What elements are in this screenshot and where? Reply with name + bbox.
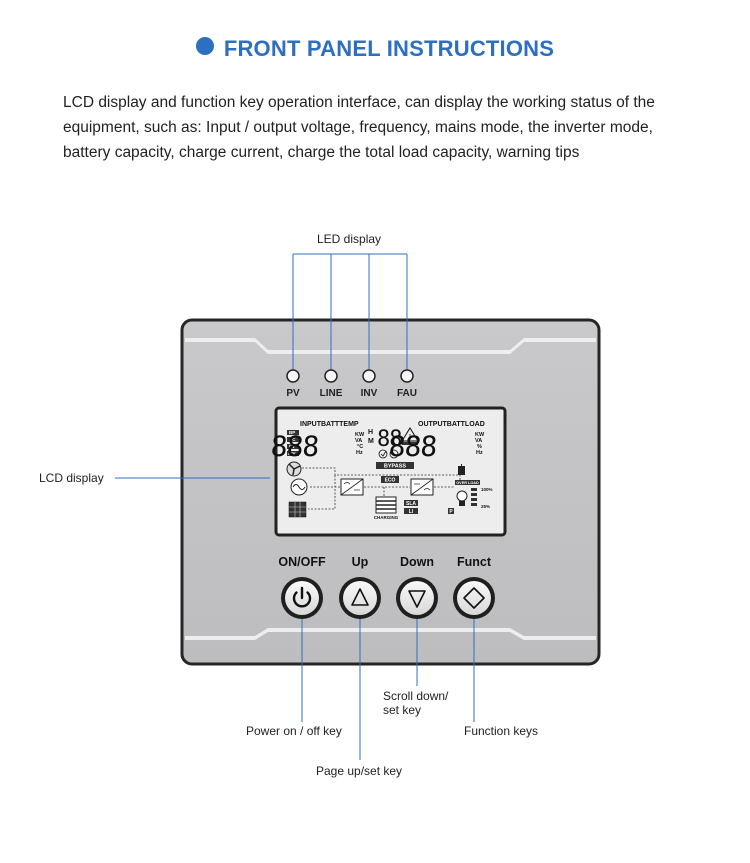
svg-text:%: % [477, 444, 482, 450]
lcd-pct-25: 25% [481, 504, 490, 509]
lcd-eco: ECO [385, 478, 396, 484]
lcd-digits-right: 888 [388, 430, 438, 463]
callout-led-display: LED display [317, 232, 382, 246]
svg-text:KW: KW [355, 432, 365, 438]
lcd-tag-ac: AC [289, 437, 296, 442]
diamond-icon [463, 587, 485, 609]
led-line: LINE [320, 369, 343, 399]
lcd-charging: CHARGING [374, 515, 399, 520]
lcd-screen: INPUTBATTTEMP OUTPUTBATTLOAD BP AC PV IN… [270, 406, 507, 537]
lcd-units-left: KW VA °C Hz [355, 432, 365, 456]
solar-panel-icon [288, 501, 307, 518]
button-label-funct: Funct [457, 555, 492, 569]
bullet-icon [195, 37, 214, 55]
section-title: FRONT PANEL INSTRUCTIONS [223, 36, 555, 61]
lcd-flow-lines [302, 467, 461, 510]
led-pv: PV [286, 369, 300, 399]
callout-lcd-display: LCD display [39, 471, 104, 485]
description-text: LCD display and function key operation i… [63, 94, 655, 161]
battery-icon [375, 496, 397, 514]
up-button[interactable] [339, 577, 381, 619]
lcd-pct-100: 100% [481, 487, 493, 492]
callout-scroll-down: Scroll down/ set key [383, 689, 448, 717]
led-label-pv: PV [286, 388, 300, 399]
led-indicators: PV LINE INV FAU [286, 369, 417, 399]
callout-page-up: Page up/set key [316, 764, 403, 778]
lcd-input-header: INPUTBATTTEMP [300, 421, 359, 428]
panel-buttons: ON/OFF Up Down Funct [278, 555, 495, 619]
svg-text:Hz: Hz [476, 450, 483, 456]
lcd-mode-tags: BP AC PV INV [287, 430, 299, 456]
funct-button[interactable] [453, 577, 495, 619]
clock-icon [378, 449, 399, 459]
charger-icon [340, 478, 364, 496]
bulb-icon [456, 490, 468, 506]
callout-scroll-down-line1: Scroll down/ [383, 689, 449, 703]
callout-scroll-down-line2: set key [383, 703, 422, 717]
lcd-tag-bp: BP [289, 430, 295, 435]
button-label-onoff: ON/OFF [278, 555, 326, 569]
lcd-tag-inv: INV [288, 451, 296, 456]
power-icon [292, 586, 312, 608]
button-label-up: Up [352, 555, 369, 569]
triangle-up-icon [351, 588, 369, 606]
triangle-down-icon [408, 590, 426, 608]
led-fau: FAU [397, 369, 417, 399]
fan-icon [286, 461, 302, 477]
panel-highlight-top [185, 338, 596, 354]
lcd-digits-left: 888 [270, 430, 320, 463]
svg-text:Hz: Hz [356, 450, 363, 456]
led-inv: INV [361, 369, 378, 399]
svg-text:H: H [368, 429, 373, 436]
lcd-li: LI [409, 509, 414, 515]
ac-source-icon [290, 478, 308, 496]
lcd-hm: H M [368, 429, 374, 445]
load-level-bars [471, 488, 477, 506]
lcd-p: P [449, 509, 453, 515]
load-icon [458, 464, 465, 475]
down-button[interactable] [396, 577, 438, 619]
lcd-tag-pv: PV [289, 444, 295, 449]
svg-text:!: ! [409, 433, 411, 442]
svg-text:VA: VA [475, 438, 482, 444]
onoff-button[interactable] [281, 577, 323, 619]
svg-text:°C: °C [357, 444, 363, 450]
inverter-icon [410, 478, 434, 496]
svg-text:M: M [368, 438, 374, 445]
led-label-line: LINE [320, 388, 343, 399]
lcd-over-load: OVER LOAD [456, 481, 479, 485]
lcd-digits-mid: 88 [377, 427, 402, 452]
section-heading: FRONT PANEL INSTRUCTIONS [0, 36, 750, 62]
callout-power-key: Power on / off key [246, 724, 342, 738]
button-label-down: Down [400, 555, 434, 569]
lcd-output-header: OUTPUTBATTLOAD [418, 421, 485, 428]
led-callout-lines [292, 253, 408, 369]
lcd-sla: SLA [406, 501, 416, 507]
warning-icon: ! [401, 427, 419, 445]
lcd-units-right: KW VA % Hz [475, 432, 485, 456]
callout-function-keys: Function keys [464, 724, 539, 738]
svg-text:VA: VA [355, 438, 362, 444]
panel-highlight-bottom [185, 628, 596, 640]
lcd-bypass: BYPASS [384, 464, 407, 470]
led-label-inv: INV [361, 388, 378, 399]
led-label-fau: FAU [397, 388, 417, 399]
svg-text:KW: KW [475, 432, 485, 438]
button-callout-lines [301, 619, 475, 760]
